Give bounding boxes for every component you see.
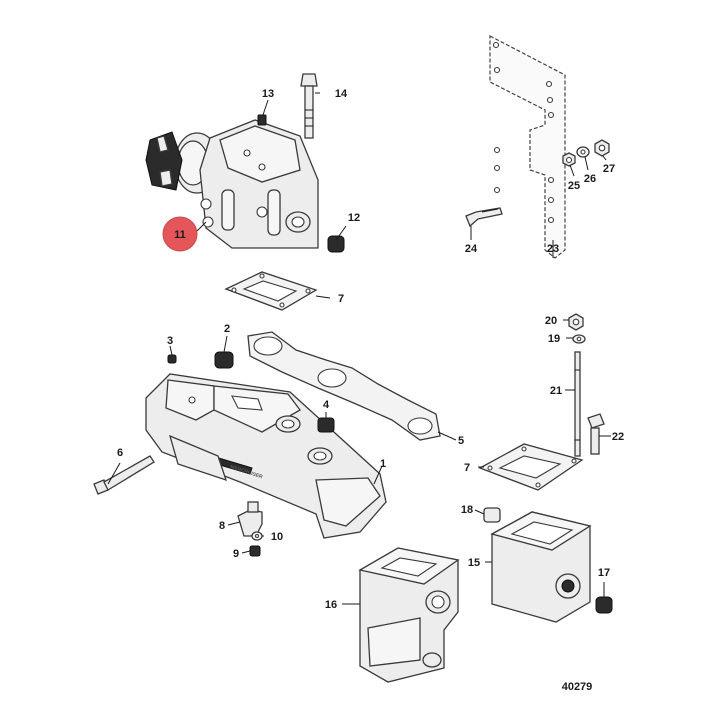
callout-25: 25 [568,180,580,192]
washer-19 [572,334,586,344]
callout-24: 24 [465,243,478,255]
callout-3: 3 [167,335,173,347]
plug-13 [257,114,267,126]
callout-7-upper: 7 [338,293,344,305]
bolt-6 [93,455,155,495]
exhaust-elbow-assembly [145,119,319,249]
gasket-7-upper [224,271,318,311]
plug-9 [249,545,261,557]
callout-9: 9 [233,548,239,560]
callout-22: 22 [612,431,624,443]
callout-15: 15 [468,557,480,569]
stud-21 [574,351,581,457]
callout-4: 4 [323,399,330,411]
callout-10: 10 [271,531,283,543]
bolt-14 [300,73,318,139]
callout-21: 21 [550,385,562,397]
callout-11: 11 [174,229,186,241]
riser-16 [358,547,460,683]
plug-3 [167,354,177,364]
hex-nut-25 [562,152,576,167]
leader-lines [107,92,611,605]
callout-8: 8 [219,520,225,532]
callout-6: 6 [117,447,123,459]
callout-16: 16 [325,599,337,611]
plug-4 [317,417,335,433]
callout-26: 26 [584,173,596,185]
nut-20 [568,313,584,331]
washer-10 [251,531,263,541]
gasket-7-lower [478,443,584,491]
plug-2 [214,351,234,369]
callout-27: 27 [603,163,615,175]
callout-14: 14 [335,88,348,100]
exhaust-manifold [145,373,387,539]
fitting-8 [237,501,263,537]
diagram-number: 40279 [562,681,593,693]
callout-17: 17 [598,567,610,579]
callout-7-lower: 7 [464,462,470,474]
fitting-18 [483,507,501,523]
plug-12 [327,235,345,253]
plug-17 [595,596,613,614]
callout-20: 20 [545,315,557,327]
riser-15 [490,511,592,623]
bolt-24 [465,207,503,228]
hex-nut-27 [594,139,610,157]
callout-18: 18 [461,504,473,516]
callout-5: 5 [458,435,464,447]
callout-12: 12 [348,212,360,224]
bracket-plate [489,35,566,259]
callout-23: 23 [547,243,559,255]
bolt-22 [587,413,605,455]
callout-19: 19 [548,333,560,345]
manifold-gasket-5 [247,331,441,441]
washer-26 [576,146,590,158]
callout-2: 2 [224,323,230,335]
callout-13: 13 [262,88,274,100]
highlighted-callout-marker [162,216,198,252]
callout-1: 1 [380,458,386,470]
